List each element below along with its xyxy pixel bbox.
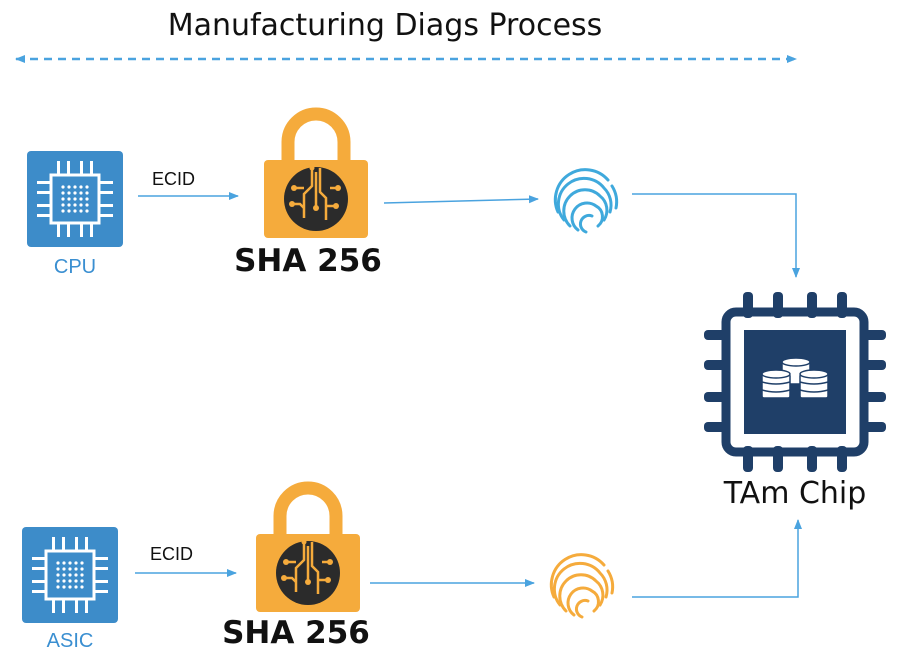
database-icon <box>761 357 829 399</box>
fingerprint-icon-bottom <box>549 553 615 619</box>
hash-label-bottom: SHA 256 <box>222 615 370 651</box>
asic-chip-icon <box>22 527 118 623</box>
fingerprint-icon-top <box>553 168 619 234</box>
hash-label-top: SHA 256 <box>234 243 382 279</box>
padlock-circuit-icon-bottom <box>256 481 360 612</box>
cpu-label: CPU <box>53 256 97 278</box>
cpu-chip-icon <box>27 151 123 247</box>
diagram-title: Manufacturing Diags Process <box>167 8 603 43</box>
arrow-fingerprint-top-to-tam <box>632 193 800 278</box>
padlock-circuit-icon-top <box>264 107 368 238</box>
asic-label: ASIC <box>46 630 94 652</box>
ecid-label-bottom: ECID <box>150 544 194 564</box>
arrow-hash-to-fingerprint-top <box>383 195 539 204</box>
tam-chip-label: TAm Chip <box>723 476 867 511</box>
arrow-fingerprint-bottom-to-tam <box>632 519 802 598</box>
ecid-label-top: ECID <box>152 169 196 189</box>
